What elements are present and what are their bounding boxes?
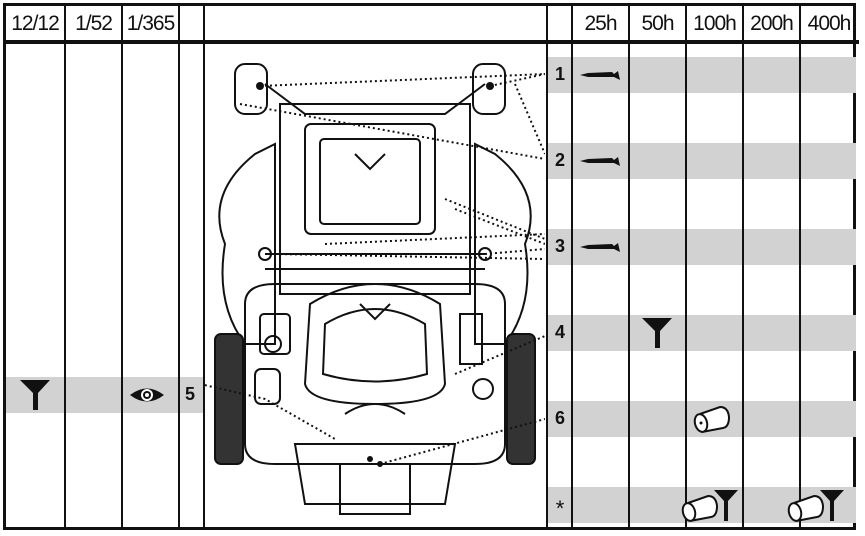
column-divider bbox=[742, 3, 744, 530]
grease-gun-icon bbox=[580, 154, 622, 168]
row-band-4 bbox=[548, 315, 856, 351]
row-label-5: 5 bbox=[178, 384, 202, 405]
header-1-52: 1/52 bbox=[66, 8, 121, 40]
column-divider bbox=[628, 3, 630, 530]
filter-cartridge-and-funnel-icon bbox=[680, 489, 738, 525]
filter-cartridge-and-funnel-icon bbox=[786, 489, 844, 525]
header-50h: 50h bbox=[630, 8, 685, 40]
filter-cartridge-icon bbox=[692, 403, 732, 435]
mower-top-view-illustration bbox=[205, 44, 545, 530]
row-label-6: 6 bbox=[548, 408, 572, 429]
column-divider bbox=[685, 3, 687, 530]
header-1-365: 1/365 bbox=[123, 8, 178, 40]
header-400h: 400h bbox=[801, 8, 857, 40]
funnel-icon bbox=[642, 317, 672, 349]
row-label-star: * bbox=[548, 496, 572, 522]
funnel-icon bbox=[20, 379, 50, 411]
row-label-3: 3 bbox=[548, 236, 572, 257]
row-label-1: 1 bbox=[548, 64, 572, 85]
column-divider bbox=[64, 3, 66, 530]
column-divider bbox=[178, 3, 180, 530]
grease-gun-icon bbox=[580, 68, 622, 82]
column-divider bbox=[799, 3, 801, 530]
column-divider bbox=[121, 3, 123, 530]
header-100h: 100h bbox=[687, 8, 742, 40]
eye-icon bbox=[128, 386, 166, 404]
row-label-2: 2 bbox=[548, 150, 572, 171]
header-200h: 200h bbox=[744, 8, 799, 40]
row-label-4: 4 bbox=[548, 322, 572, 343]
header-12-12: 12/12 bbox=[6, 8, 64, 40]
grease-gun-icon bbox=[580, 240, 622, 254]
header-25h: 25h bbox=[573, 8, 628, 40]
